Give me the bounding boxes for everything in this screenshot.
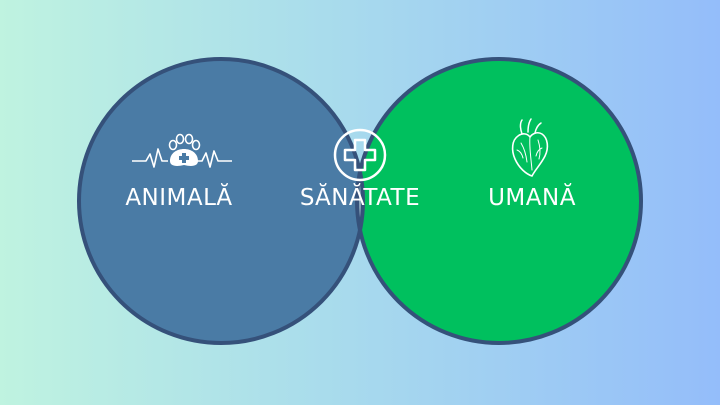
animal-label: ANIMALĂ [125,185,233,211]
animal-circle-outline [77,57,365,345]
animal-circle [79,59,363,343]
health-label: SĂNĂTATE [299,185,421,211]
anatomical-heart-icon [511,118,549,177]
human-label: UMANĂ [488,185,576,211]
human-circle-outline [355,57,643,345]
paw-heartbeat-icon [132,133,232,168]
medical-cross-icon [333,128,387,182]
human-circle [357,59,641,343]
